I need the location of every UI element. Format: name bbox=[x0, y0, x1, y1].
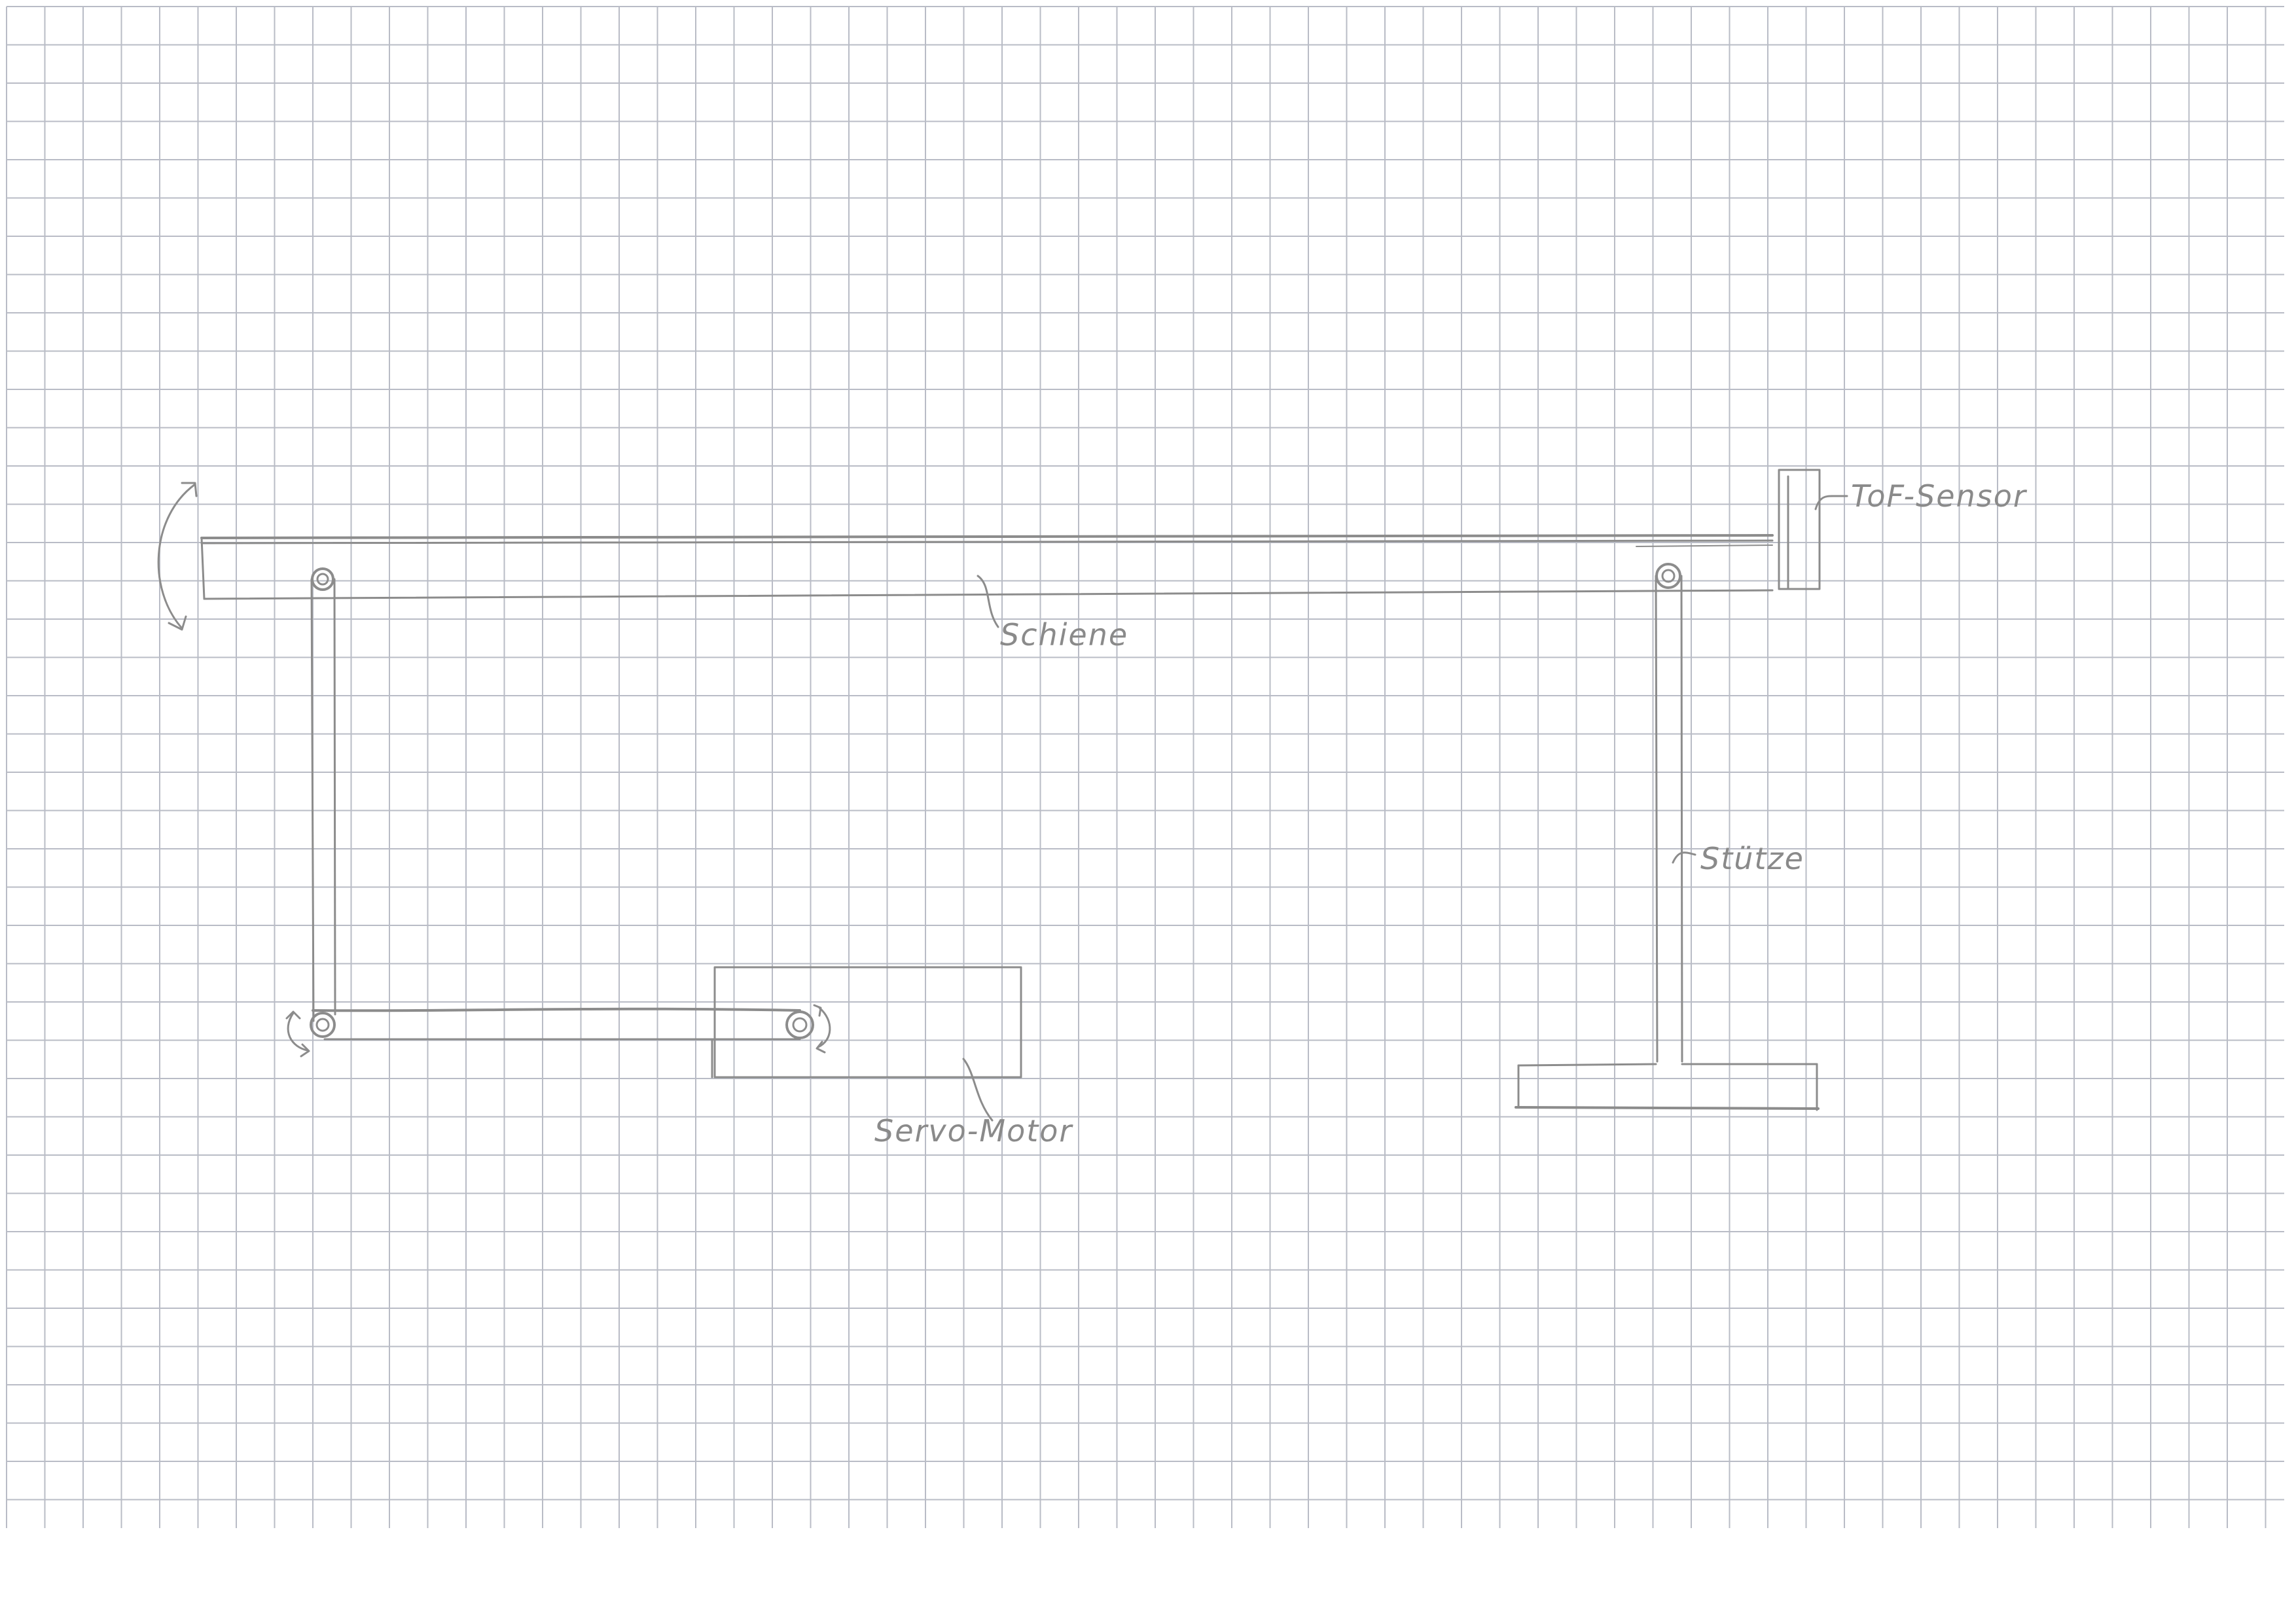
servo-rotation-icon bbox=[813, 1004, 831, 1054]
servo-motor bbox=[711, 966, 1022, 1079]
tilt-arrow-icon bbox=[157, 482, 198, 631]
left-link bbox=[310, 567, 336, 1022]
joint-rotation-icon bbox=[285, 1010, 310, 1058]
servo-link bbox=[310, 1007, 814, 1041]
tof-sensor-label: ToF-Sensor bbox=[1851, 478, 2028, 514]
leader-lines bbox=[962, 495, 1848, 1122]
servo-motor-label: Servo-Motor bbox=[874, 1113, 1073, 1149]
support bbox=[1515, 563, 1820, 1111]
graph-paper-grid bbox=[6, 6, 2284, 1528]
rail-label: Schiene bbox=[1000, 617, 1128, 652]
tof-sensor bbox=[1778, 469, 1821, 590]
support-label: Stütze bbox=[1700, 841, 1804, 876]
